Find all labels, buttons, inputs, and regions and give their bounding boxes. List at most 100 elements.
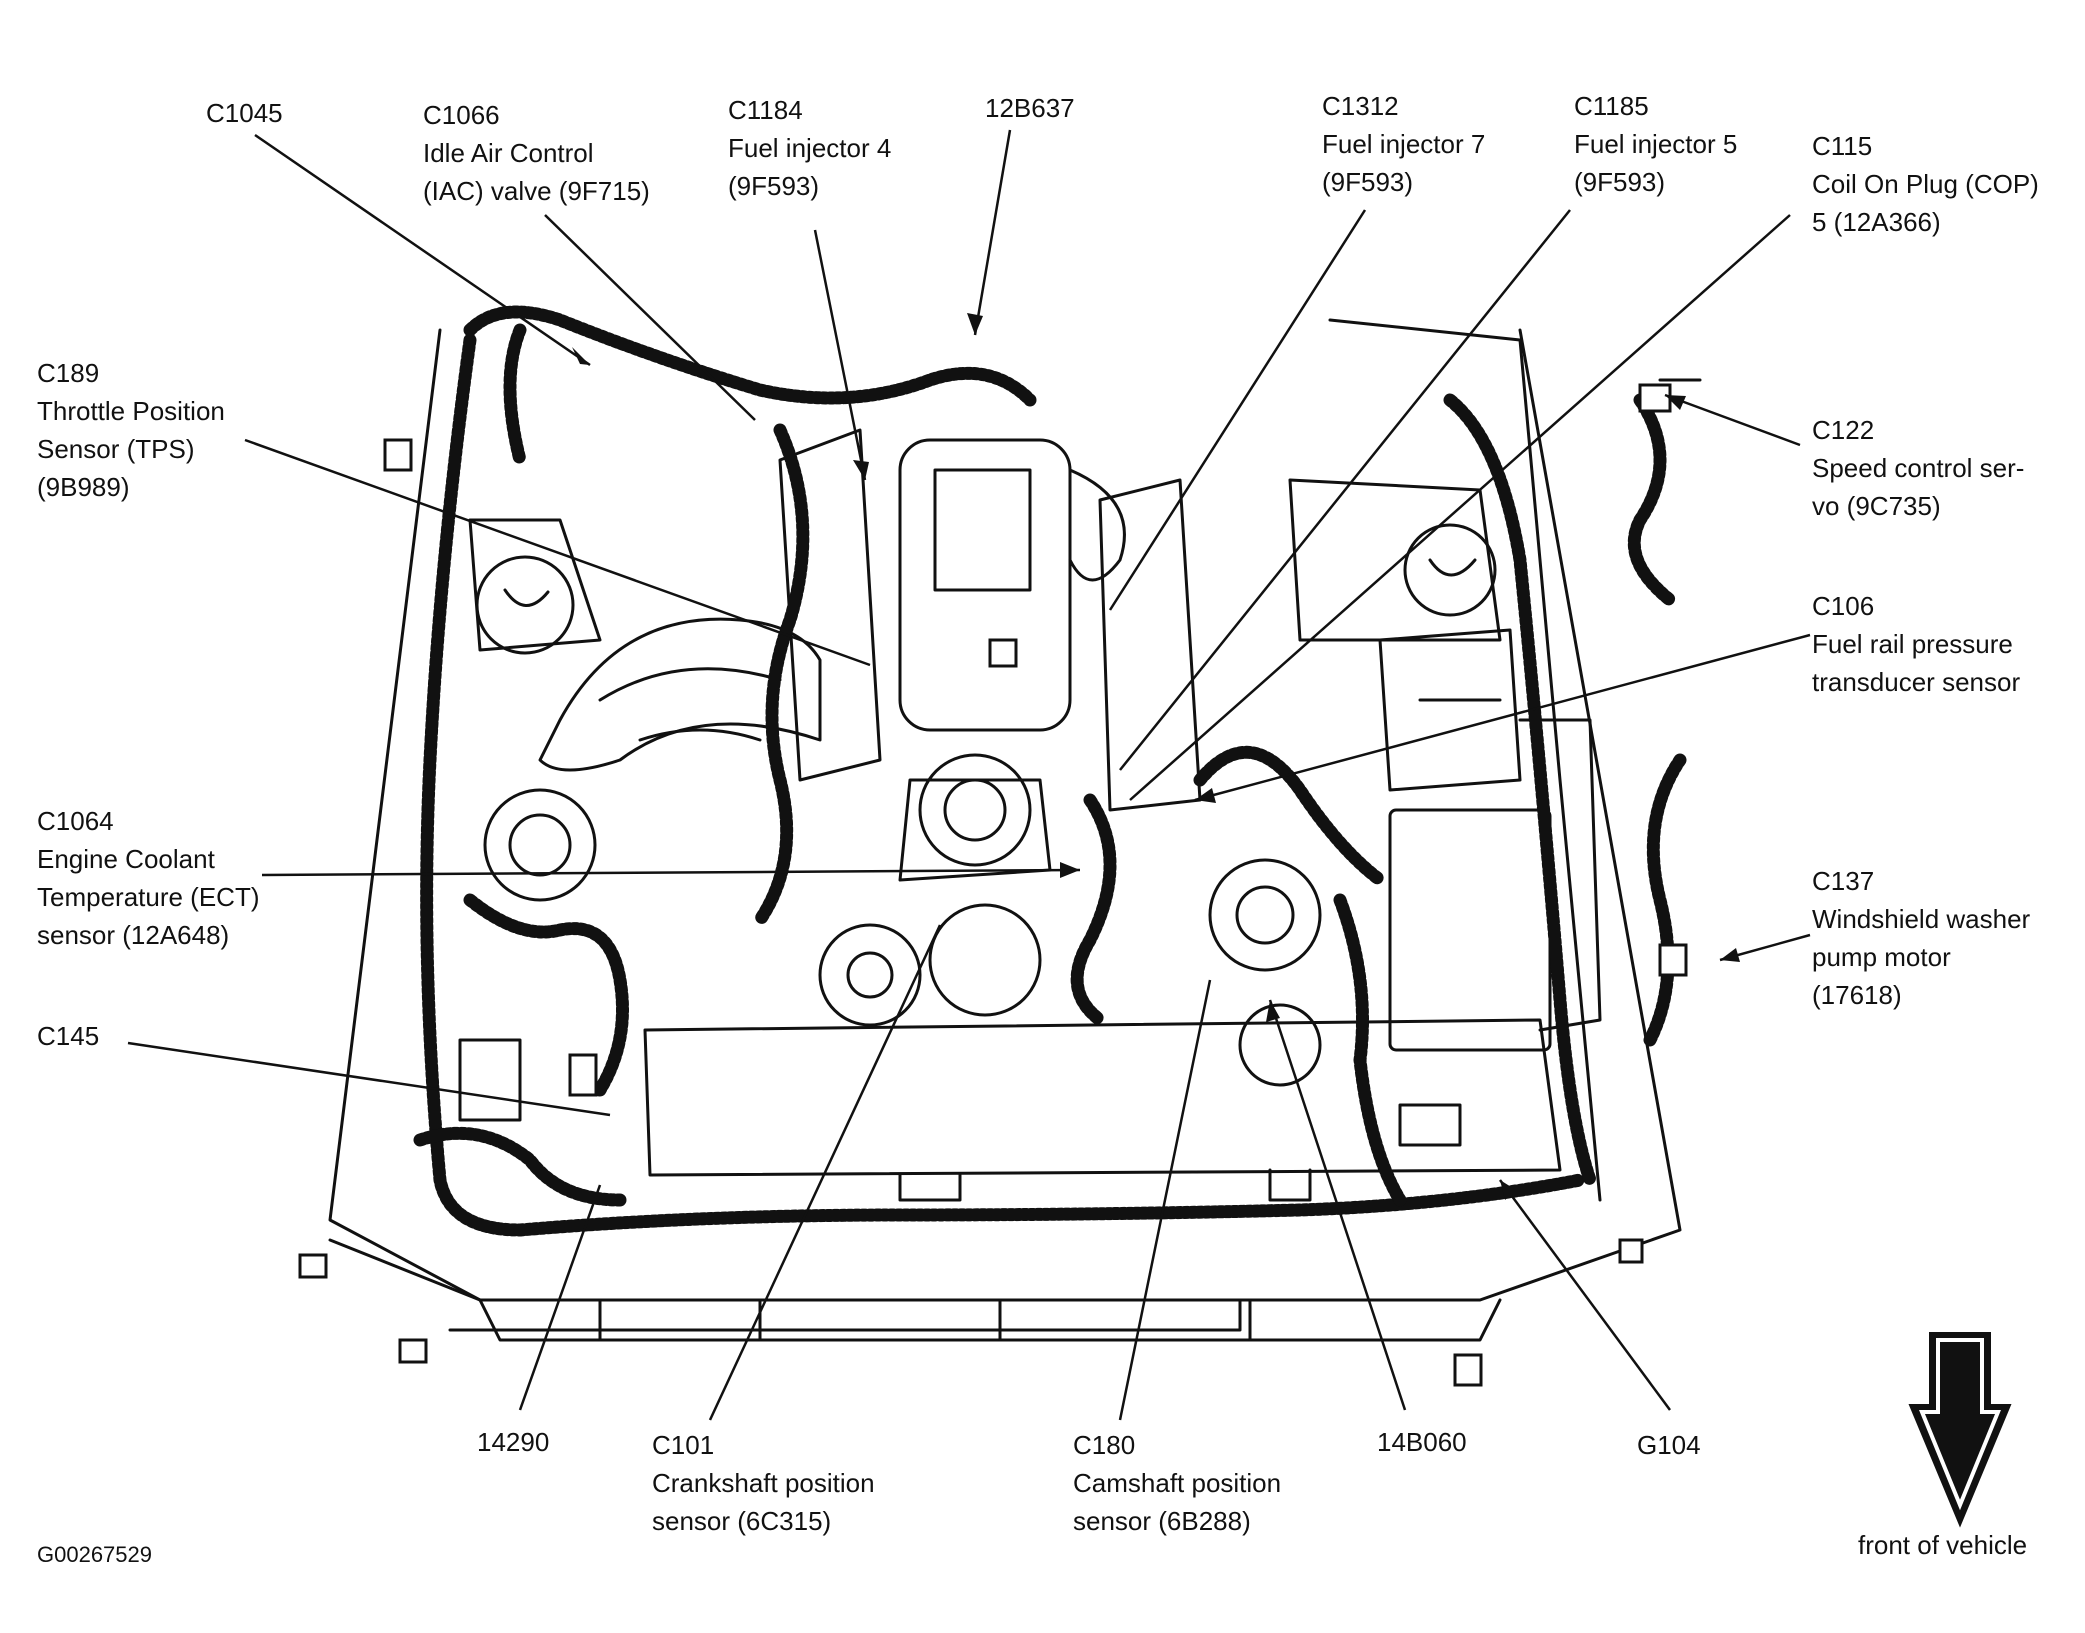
callout-c106-line-2: transducer sensor (1812, 667, 2021, 697)
leader-c1184 (813, 229, 867, 481)
right-fender-outline (1238, 328, 1682, 1302)
callout-c1312-line-1: Fuel injector 7 (1322, 129, 1486, 159)
callout-c115-line-0: C115 (1812, 131, 1873, 161)
leader-14290 (518, 1184, 602, 1411)
right-strut-tower (1403, 523, 1497, 617)
leader-c122 (1664, 393, 1801, 447)
radiator-support (643, 1018, 1562, 1177)
callout-c189-line-0: C189 (37, 358, 100, 388)
callout-c189: C189 Throttle Position Sensor (TPS) (9B9… (37, 354, 225, 506)
callout-c101-line-1: Crankshaft position (652, 1468, 875, 1498)
leader-c1064 (261, 868, 1081, 877)
front-of-vehicle-arrow-icon (1908, 1332, 2012, 1528)
crankshaft-pulley (818, 923, 922, 1027)
callout-14b060-line-0: 14B060 (1377, 1427, 1467, 1457)
callout-c1185-line-0: C1185 (1574, 91, 1649, 121)
callout-c180-line-0: C180 (1073, 1430, 1136, 1460)
leader-arrowheads (572, 313, 1740, 1200)
leader-g104 (1498, 1179, 1672, 1411)
callout-c1184-line-2: (9F593) (728, 171, 820, 201)
front-of-vehicle-label: front of vehicle (1858, 1530, 2028, 1560)
callout-c1185-line-2: (9F593) (1574, 167, 1666, 197)
callout-14290: 14290 (477, 1423, 549, 1461)
leader-lines (127, 129, 1811, 1421)
figure-id: G00267529 (37, 1542, 152, 1567)
leader-c189 (244, 438, 871, 667)
callout-c189-line-3: (9B989) (37, 472, 130, 502)
callout-c1064: C1064 Engine Coolant Temperature (ECT) s… (37, 802, 260, 954)
callout-c1184-line-0: C1184 (728, 95, 803, 125)
left-valve-cover (778, 428, 882, 782)
leader-c180 (1118, 979, 1212, 1421)
callout-c137: C137 Windshield washer pump motor (17618… (1812, 862, 2030, 1014)
callout-c137-line-1: Windshield washer (1812, 904, 2031, 934)
callout-c1184: C1184 Fuel injector 4 (9F593) (728, 91, 891, 205)
leader-c1045 (254, 133, 591, 367)
right-valve-cover (1098, 478, 1202, 812)
throttle-body (483, 788, 597, 902)
leader-c145 (127, 1041, 611, 1117)
callout-c1066: C1066 Idle Air Control (IAC) valve (9F71… (423, 96, 650, 210)
callout-c1066-line-1: Idle Air Control (423, 138, 594, 168)
callout-c145: C145 (37, 1017, 99, 1055)
callout-12b637: 12B637 (985, 89, 1075, 127)
callout-c1066-line-2: (IAC) valve (9F715) (423, 176, 650, 206)
callout-c1064-line-3: sensor (12A648) (37, 920, 230, 950)
callout-c137-line-3: (17618) (1812, 980, 1902, 1010)
leader-c101 (708, 924, 942, 1421)
left-fender-outline (328, 328, 1242, 1332)
leader-c115 (1129, 214, 1791, 801)
callout-c1312-line-0: C1312 (1322, 91, 1399, 121)
water-pump-pulley (1208, 858, 1322, 972)
leader-c1312 (1108, 209, 1367, 611)
callout-c1064-line-1: Engine Coolant (37, 844, 215, 874)
callout-c180-line-2: sensor (6B288) (1073, 1506, 1251, 1536)
front-bumper-outline (478, 1298, 1502, 1342)
callout-c122-line-0: C122 (1812, 415, 1875, 445)
leader-c1066 (544, 214, 756, 421)
leader-14b060 (1268, 999, 1407, 1411)
callout-c180-line-1: Camshaft position (1073, 1468, 1282, 1498)
coolant-reservoir (1378, 628, 1522, 792)
callout-c1312-line-2: (9F593) (1322, 167, 1414, 197)
callout-c115-line-1: Coil On Plug (COP) (1812, 169, 2039, 199)
callout-g104-line-0: G104 (1637, 1430, 1701, 1460)
leader-c106 (1194, 633, 1811, 802)
callout-c137-line-0: C137 (1812, 866, 1875, 896)
callout-c145-line-0: C145 (37, 1021, 100, 1051)
callout-c189-line-2: Sensor (TPS) (37, 434, 195, 464)
callout-c1045: C1045 (206, 94, 283, 132)
callout-c1312: C1312 Fuel injector 7 (9F593) (1322, 87, 1485, 201)
leader-12b637 (973, 129, 1012, 336)
callout-12b637-line-0: 12B637 (985, 93, 1075, 123)
callout-c137-line-2: pump motor (1812, 942, 1951, 972)
callout-14290-line-0: 14290 (477, 1427, 550, 1457)
callout-c189-line-1: Throttle Position (37, 396, 225, 426)
callout-c106-line-1: Fuel rail pressure (1812, 629, 2013, 659)
callout-c1184-line-1: Fuel injector 4 (728, 133, 892, 163)
callout-c1185: C1185 Fuel injector 5 (9F593) (1574, 87, 1737, 201)
callout-c115-line-2: 5 (12A366) (1812, 207, 1941, 237)
wiring-harness (413, 305, 1687, 1237)
callout-c122-line-1: Speed control ser- (1812, 453, 2025, 483)
callout-c101-line-2: sensor (6C315) (652, 1506, 832, 1536)
callout-c1064-line-2: Temperature (ECT) (37, 882, 260, 912)
battery (1388, 808, 1552, 1052)
callout-14b060: 14B060 (1377, 1423, 1467, 1461)
callout-c1066-line-0: C1066 (423, 100, 500, 130)
callout-g104: G104 (1637, 1426, 1701, 1464)
intake-plenum (898, 438, 1072, 732)
callout-c122-line-2: vo (9C735) (1812, 491, 1941, 521)
engine-drawing (328, 318, 1702, 1342)
callout-c1045-line-0: C1045 (206, 98, 283, 128)
leader-c1185 (1119, 209, 1571, 771)
callout-c101-line-0: C101 (652, 1430, 715, 1460)
harmonic-balancer (928, 903, 1042, 1017)
callout-c1064-line-0: C1064 (37, 806, 114, 836)
alternator (918, 753, 1032, 867)
callout-c115: C115 Coil On Plug (COP) 5 (12A366) (1812, 127, 2039, 241)
callout-c106-line-0: C106 (1812, 591, 1875, 621)
air-intake-tube (538, 617, 822, 772)
callout-c122: C122 Speed control ser- vo (9C735) (1812, 411, 2024, 525)
